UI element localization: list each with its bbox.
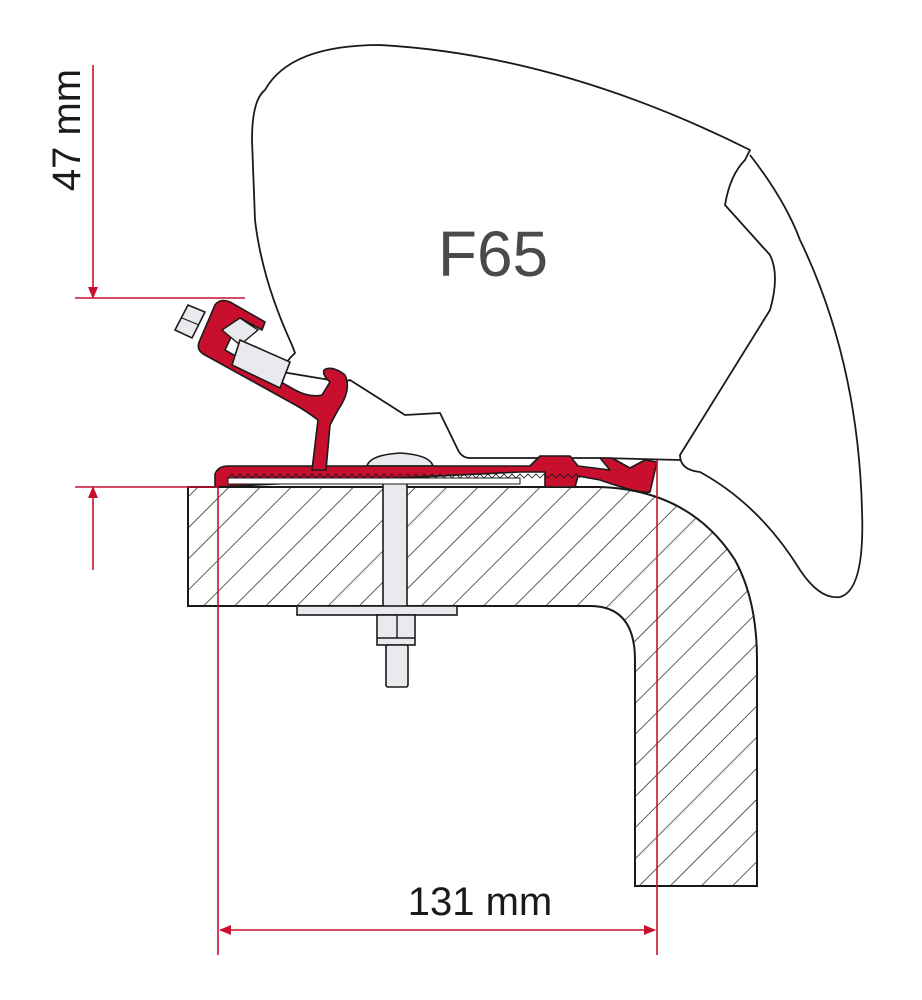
dimension-depth: 131 mm: [217, 460, 658, 955]
height-dimension-label: 47 mm: [45, 69, 89, 191]
dimension-height: 47 mm: [45, 65, 245, 570]
clamp-bolt: [173, 303, 292, 390]
depth-dimension-label: 131 mm: [408, 880, 553, 924]
mounting-adapter-bracket: [173, 299, 658, 494]
vehicle-wall-section: [187, 486, 758, 887]
mounting-bolt: [296, 452, 458, 688]
awning-housing: F65: [251, 44, 864, 599]
model-label: F65: [438, 218, 548, 290]
